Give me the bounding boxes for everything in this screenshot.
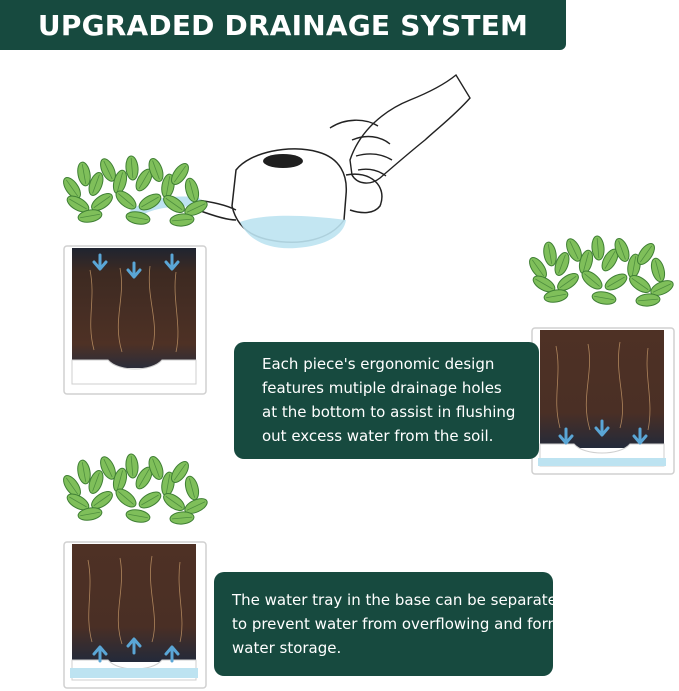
callout-line: out excess water from the soil. bbox=[262, 427, 494, 445]
page-title: UPGRADED DRAINAGE SYSTEM bbox=[37, 8, 529, 42]
title-banner: UPGRADED DRAINAGE SYSTEM bbox=[0, 0, 566, 50]
pot-top-left bbox=[60, 156, 209, 395]
hand-icon bbox=[329, 73, 471, 184]
callout-line: water storage. bbox=[232, 639, 342, 657]
water-tray-callout: The water tray in the base can be separa… bbox=[214, 572, 567, 676]
pot-right bbox=[526, 236, 675, 475]
pot-bottom-left bbox=[60, 454, 209, 689]
callout-line: features mutiple drainage holes bbox=[262, 379, 502, 397]
watering-can-icon bbox=[129, 148, 383, 249]
drainage-holes-callout: Each piece's ergonomic design features m… bbox=[234, 342, 539, 459]
callout-line: at the bottom to assist in flushing bbox=[262, 403, 516, 421]
callout-line: to prevent water from overflowing and fo… bbox=[232, 615, 563, 633]
callout-line: Each piece's ergonomic design bbox=[262, 355, 495, 373]
callout-line: The water tray in the base can be separa… bbox=[232, 591, 567, 609]
